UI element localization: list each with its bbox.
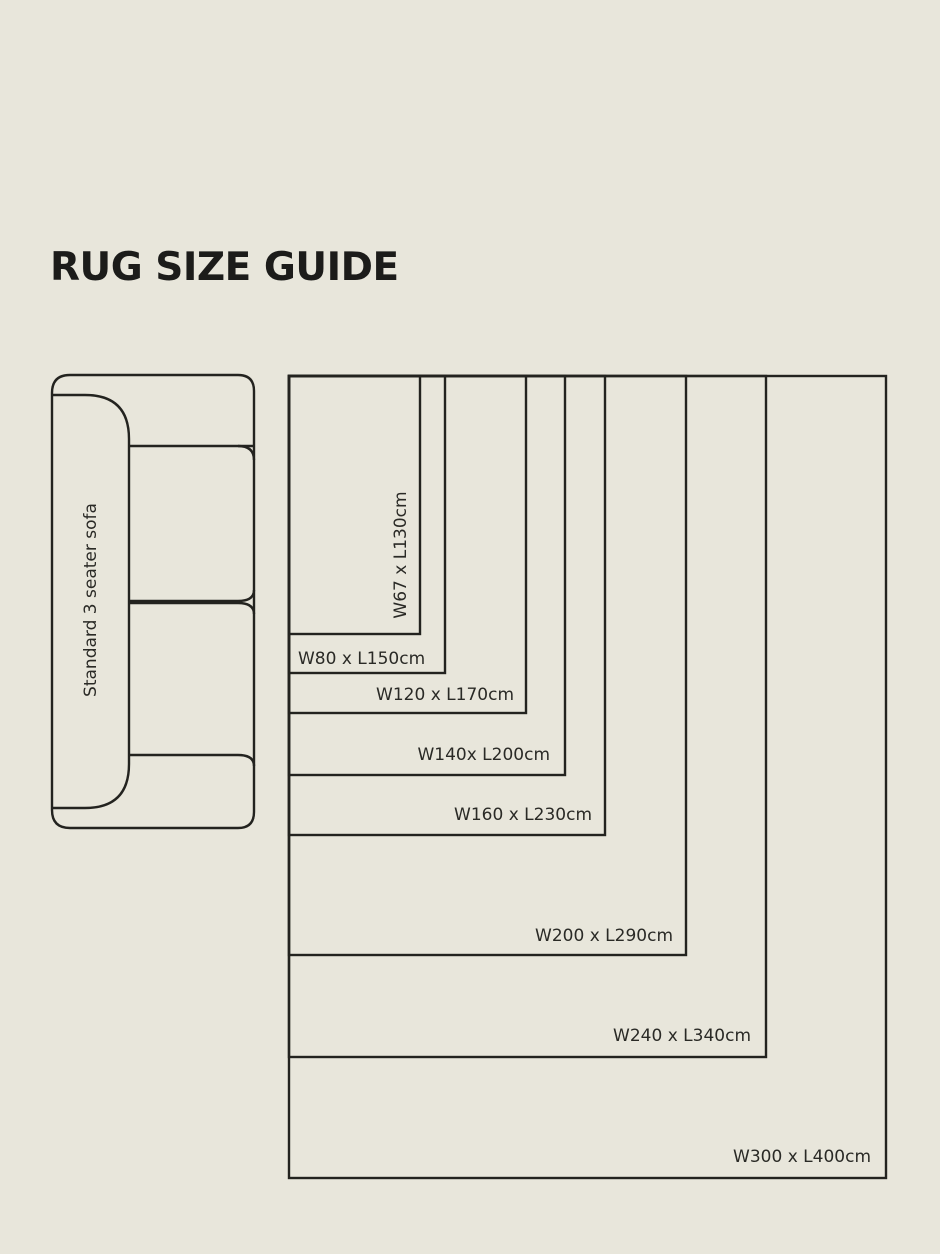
rug-outline-w80: [287, 374, 447, 675]
rug-labels: W67 x L130cm W80 x L150cm W120 x L170cm …: [298, 491, 871, 1167]
rug-label-w300: W300 x L400cm: [733, 1147, 871, 1167]
rug-label-w80: W80 x L150cm: [298, 649, 425, 669]
rug-outline-w160: [287, 374, 607, 837]
rug-label-w120: W120 x L170cm: [376, 685, 514, 705]
sofa-seat-divider-1: [129, 589, 256, 603]
rug-label-w67: W67 x L130cm: [391, 491, 411, 618]
sofa-armrest-bottom-line: [129, 753, 256, 767]
sofa-seat-divider-2: [129, 601, 256, 615]
rug-label-w200: W200 x L290cm: [535, 926, 673, 946]
sofa-outer-frame: [50, 373, 256, 830]
sofa-cushion-top-corner: [237, 444, 256, 461]
sofa-illustration: Standard 3 seater sofa: [50, 373, 256, 830]
sofa-label: Standard 3 seater sofa: [81, 503, 101, 697]
rug-label-w160: W160 x L230cm: [454, 805, 592, 825]
rug-outlines: [287, 374, 888, 1180]
rug-outline-w67: [287, 374, 422, 636]
rug-outline-w140: [287, 374, 567, 777]
rug-label-w140: W140x L200cm: [417, 745, 550, 765]
page-title: RUG SIZE GUIDE: [50, 245, 399, 290]
rug-label-w240: W240 x L340cm: [613, 1026, 751, 1046]
